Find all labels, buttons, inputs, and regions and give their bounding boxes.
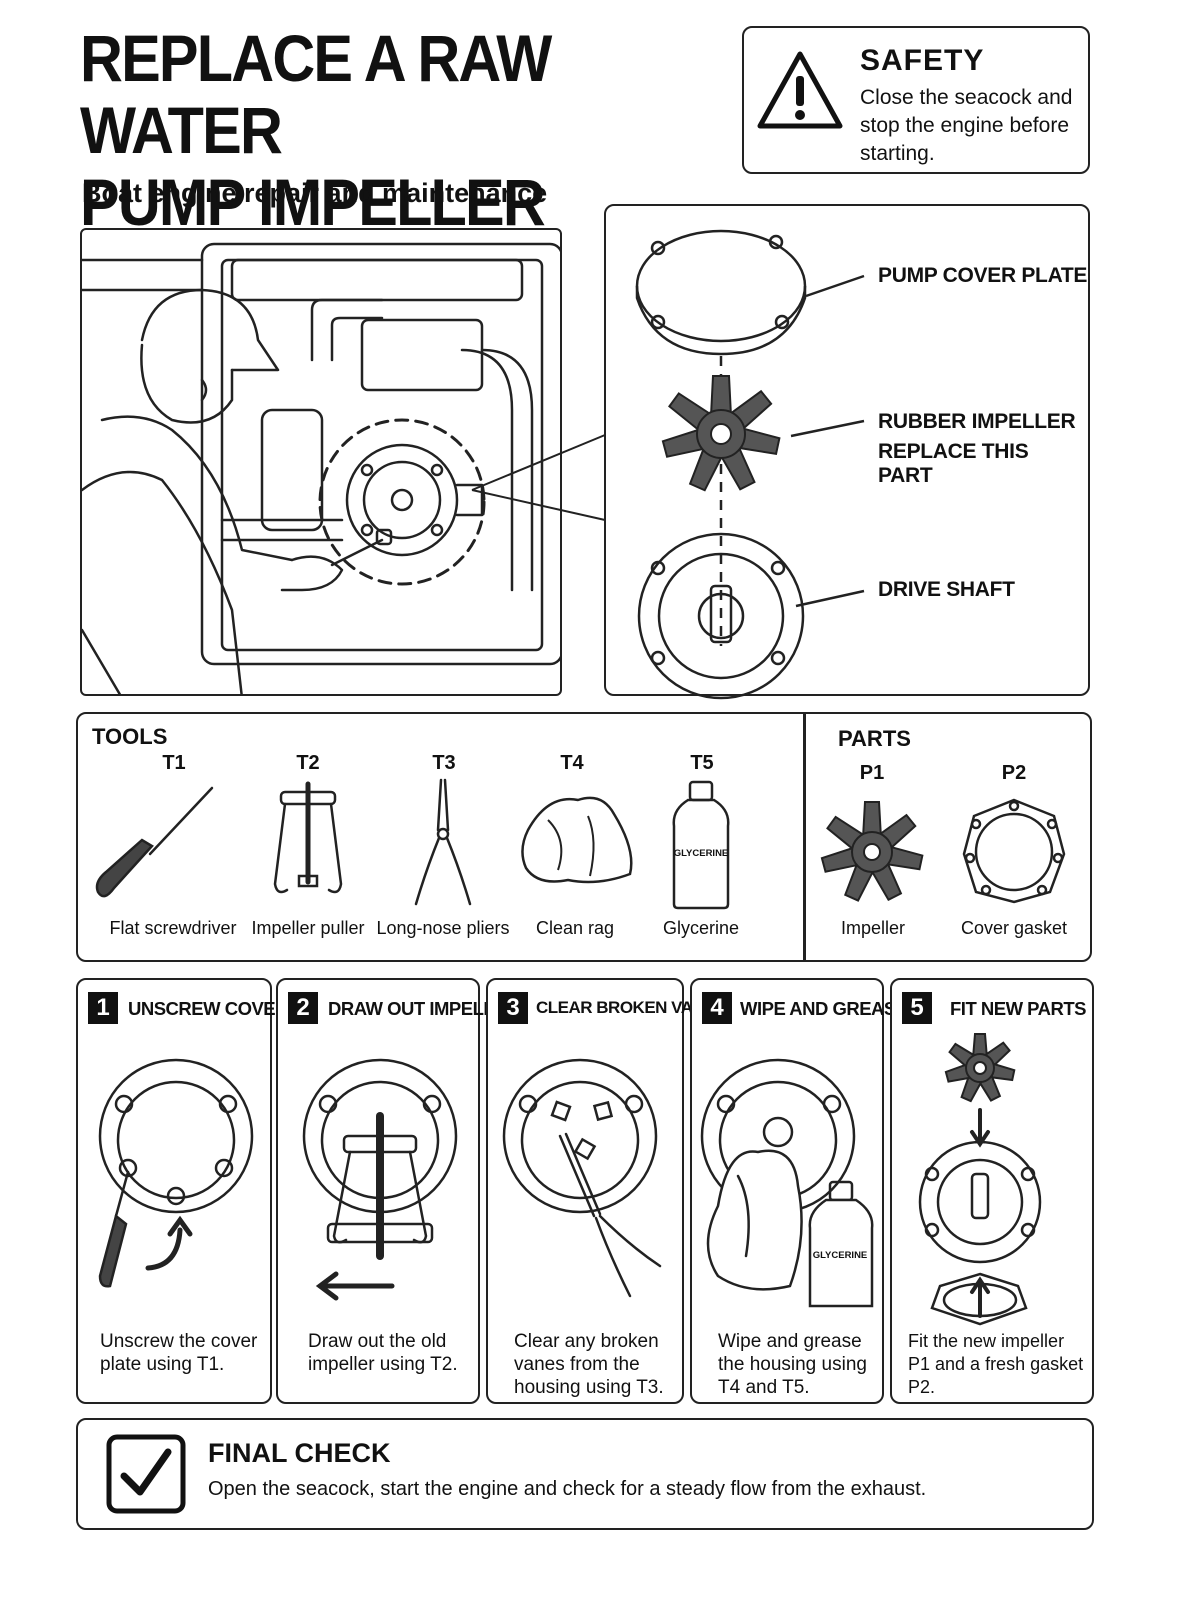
callout-cover-plate: PUMP COVER PLATE [878,264,1088,287]
pliers-icon [414,778,472,906]
step-4-number: 4 [702,992,732,1024]
step-3-pliers-icon [502,1058,662,1298]
part-label-p1: Impeller [840,918,906,938]
step-5-title: FIT NEW PARTS [950,998,1087,1019]
tool-code-t4: T4 [560,752,584,774]
engine-illustration [80,228,562,696]
rubber-impeller-drawing [661,375,781,492]
page-title: REPLACE A RAW WATER PUMP IMPELLER [80,22,665,238]
tools-heading: TOOLS [92,724,168,749]
tool-label-t1: Flat screwdriver [109,918,237,938]
final-check-text: Open the seacock, start the engine and c… [208,1478,927,1500]
safety-text: Close the seacock and stop the engine be… [860,86,1073,165]
step-3-text: Clear any broken vanes from the housing … [514,1331,664,1398]
step-5-panel: 5 FIT NEW PARTS Fit the new im [890,978,1094,1404]
tools-parts-divider [803,714,806,960]
tool-code-t3: T3 [432,752,456,774]
connector-lines [471,434,606,521]
step-4-panel: 4 WIPE AND GREASE GLYCERINE Wipe and gre… [690,978,908,1404]
parts-heading: PARTS [838,726,911,751]
step-2-title: DRAW OUT IMPELLER [328,998,519,1019]
part-code-p2: P2 [1001,762,1027,784]
page-subtitle: Boat engine repair and maintenance [82,178,548,208]
part-label-p2: Cover gasket [960,918,1068,938]
step-1-unscrew-icon [98,1058,254,1288]
callout-drive-shaft: DRIVE SHAFT [878,578,1015,601]
tool-code-t5: T5 [690,752,714,774]
step-5-fit-parts-icon [918,1033,1042,1326]
step-5-text: Fit the new impeller P1 and a fresh gask… [908,1331,1084,1397]
safety-box: SAFETY Close the seacock and stop the en… [742,26,1090,174]
step-1-number: 1 [88,992,118,1024]
step-3-panel: 3 CLEAR BROKEN VANES Clear any broken va… [486,978,726,1404]
puller-icon [273,781,343,894]
title-line-2: PUMP IMPELLER [80,165,546,239]
step-4-wipe-icon [700,1058,874,1308]
mechanic-engine-drawing [82,242,560,694]
callout-rubber-impeller: RUBBER IMPELLER [878,410,1076,433]
tool-label-t5: Glycerine [662,918,740,938]
impeller-icon [820,801,924,902]
step-4-text: Wipe and grease the housing using T4 and… [718,1331,867,1398]
step-2-panel: 2 DRAW OUT IMPELLER Draw out the old imp… [276,978,519,1404]
tool-label-t3: Long-nose pliers [376,918,510,938]
tool-label-t4: Clean rag [535,918,615,938]
gasket-icon [962,798,1066,904]
final-check-heading: FINAL CHECK [208,1438,391,1468]
step-1-text: Unscrew the cover plate using T1. [100,1331,258,1375]
step-2-number: 2 [288,992,318,1024]
checkmark-icon [106,1434,186,1514]
tool-code-t1: T1 [162,752,186,774]
tools-parts-panel: TOOLS PARTS T1 Flat screwdriver T2 Impel… [76,712,1092,962]
tool-code-t2: T2 [296,752,320,774]
step-4-title: WIPE AND GREASE [740,998,908,1019]
warning-triangle-icon [757,51,843,129]
step-3-title: CLEAR BROKEN VANES [536,998,726,1017]
part-code-p1: P1 [859,762,885,784]
step-3-number: 3 [498,992,528,1024]
title-line-1: REPLACE A RAW WATER [80,21,552,167]
bottle-label-text: GLYCERINE [673,848,729,859]
step-1-panel: 1 UNSCREW COVER Unscrew the cover plate … [76,978,289,1404]
tool-label-t2: Impeller puller [251,918,365,938]
step-2-puller-icon [302,1058,458,1301]
bottle-icon [672,780,730,910]
step-5-number: 5 [902,992,932,1024]
safety-heading: SAFETY [860,44,985,77]
exploded-parts-drawing [635,229,865,700]
final-check-panel: FINAL CHECK Open the seacock, start the … [76,1418,1094,1530]
step-4-bottle-label: GLYCERINE [812,1250,868,1261]
step-1-title: UNSCREW COVER [128,998,289,1019]
step-2-text: Draw out the old impeller using T2. [308,1331,458,1375]
rag-icon [521,796,633,884]
screwdriver-icon [95,786,214,898]
callout-replace-emphasis: REPLACE THIS PART [878,440,1029,487]
exploded-view: PUMP COVER PLATE RUBBER IMPELLER REPLACE… [604,204,1090,700]
